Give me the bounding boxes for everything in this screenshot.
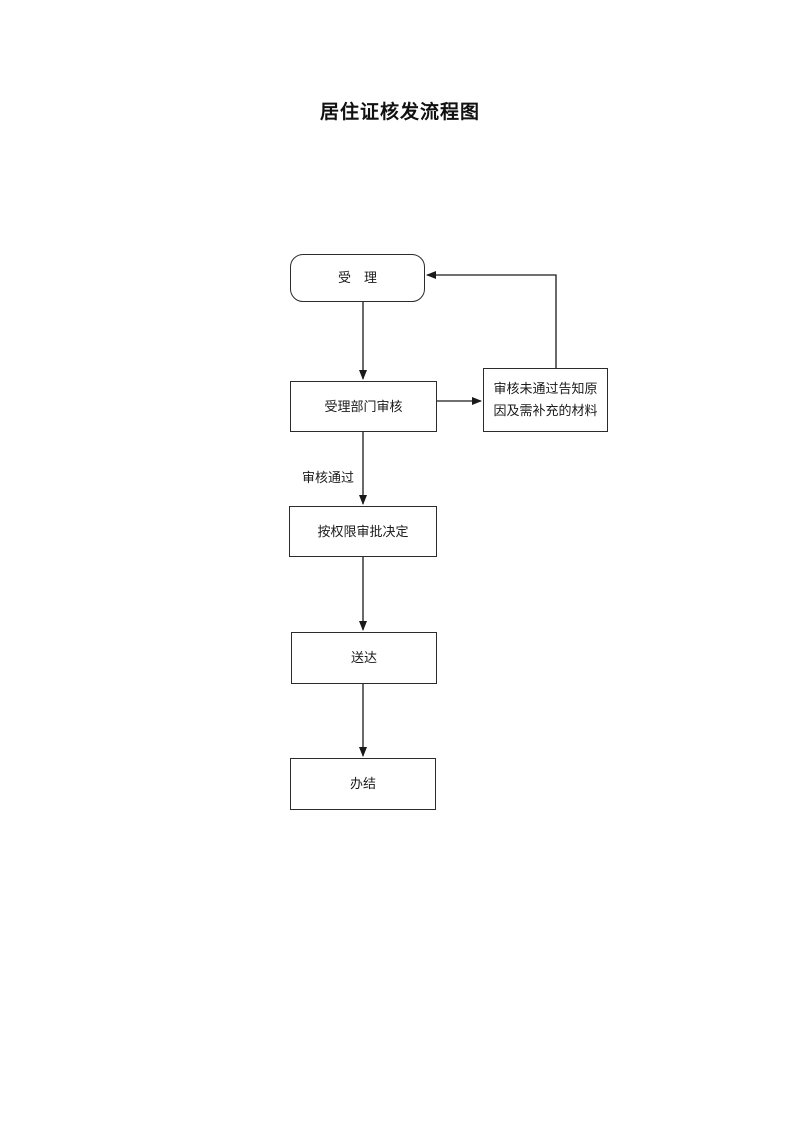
node-notify-label-line2: 因及需补充的材料 (493, 403, 598, 418)
node-complete-label: 办结 (349, 776, 376, 791)
node-review-label: 受理部门审核 (324, 398, 403, 414)
node-approve-label: 按权限审批决定 (317, 523, 409, 539)
arrow-notify-loop-to-accept (426, 271, 557, 368)
node-review: 受理部门审核 (290, 381, 437, 432)
node-notify: 审核未通过告知原 因及需补充的材料 (483, 368, 608, 432)
node-deliver: 送达 (291, 632, 437, 684)
node-notify-label: 审核未通过告知原 因及需补充的材料 (493, 378, 597, 422)
node-complete: 办结 (290, 758, 436, 810)
node-deliver-label: 送达 (350, 650, 377, 665)
node-approve: 按权限审批决定 (289, 506, 437, 557)
node-accept: 受 理 (290, 254, 425, 302)
node-notify-label-line1: 审核未通过告知原 (493, 381, 598, 396)
edge-label-review-passed: 审核通过 (302, 470, 355, 485)
page-title: 居住证核发流程图 (319, 102, 480, 123)
node-accept-label: 受 理 (337, 270, 377, 285)
